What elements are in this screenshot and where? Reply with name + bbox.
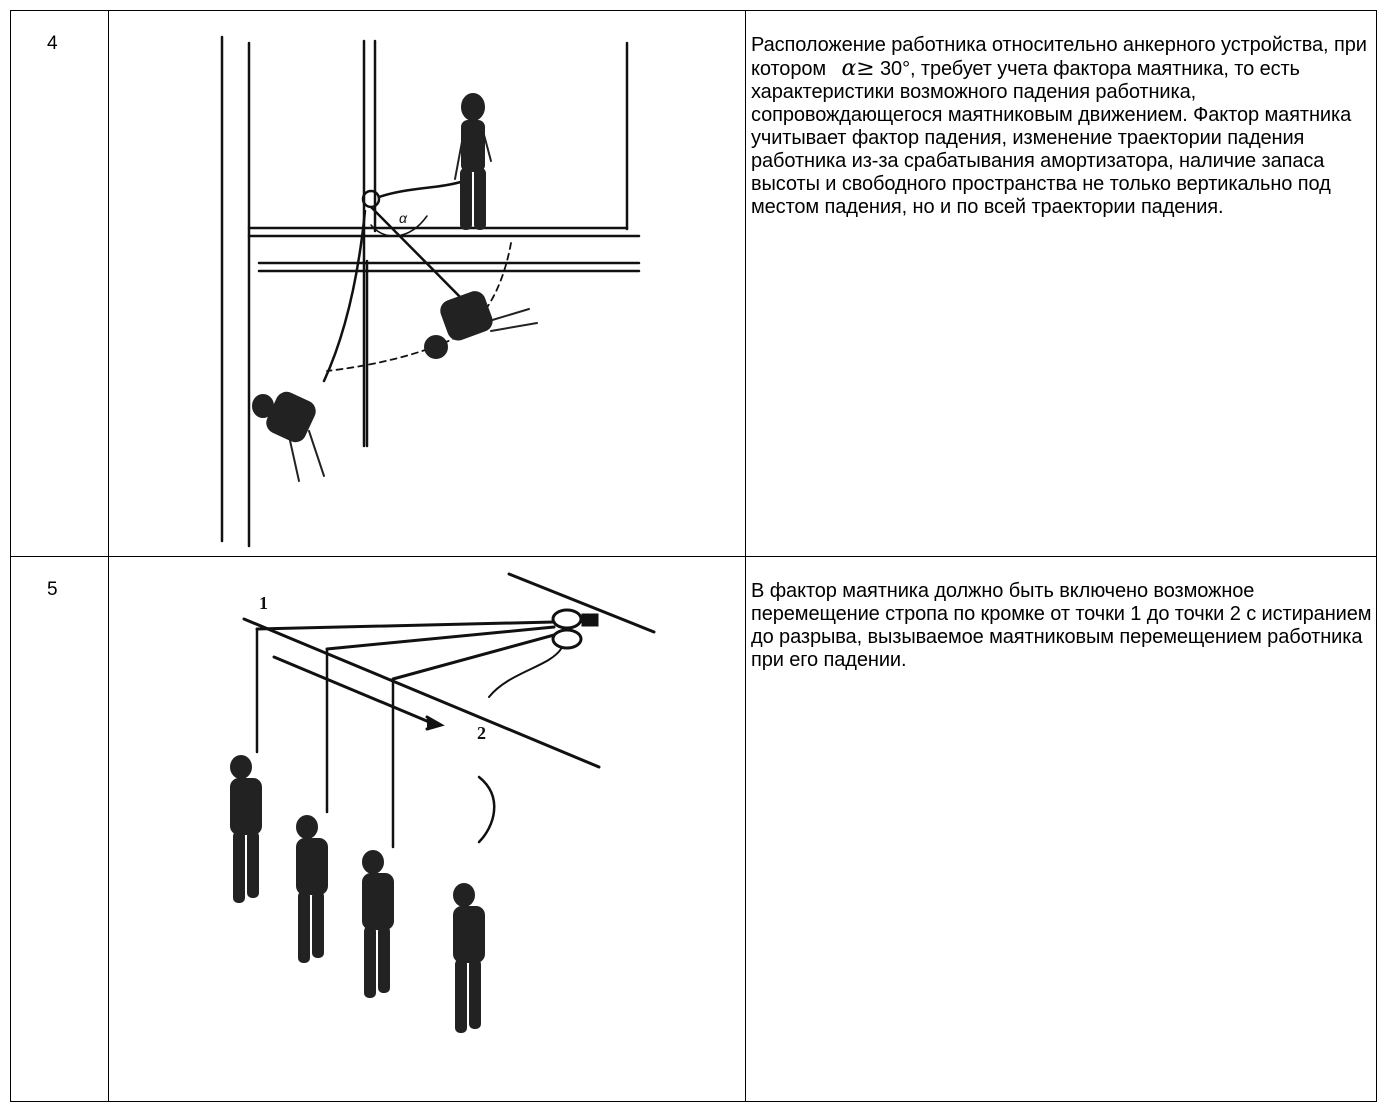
row-number-cell: 5 xyxy=(11,557,109,1102)
point-1-label: 1 xyxy=(259,593,268,613)
pendulum-fall-illustration: α xyxy=(109,11,745,555)
row-number: 5 xyxy=(11,557,108,601)
lanyard-edge-abrasion-illustration: 1 2 xyxy=(109,557,745,1101)
figure-cell: 1 2 xyxy=(109,557,746,1102)
table-row: 5 1 2 xyxy=(11,557,1377,1102)
alpha-symbol: α≥ xyxy=(841,56,874,81)
description-cell: В фактор маятника должно быть включено в… xyxy=(746,557,1377,1102)
description-part-2: 30°, требует учета фактора маятника, то … xyxy=(751,58,1351,218)
description-cell: Расположение работника относительно анке… xyxy=(746,11,1377,557)
table-row: 4 α xyxy=(11,11,1377,557)
point-2-label: 2 xyxy=(477,723,486,743)
description-text: Расположение работника относительно анке… xyxy=(746,11,1376,219)
row-number: 4 xyxy=(11,11,108,55)
description-text: В фактор маятника должно быть включено в… xyxy=(746,557,1376,672)
figure-cell: α xyxy=(109,11,746,557)
instruction-table: 4 α xyxy=(10,10,1377,1102)
row-number-cell: 4 xyxy=(11,11,109,557)
svg-text:α: α xyxy=(399,210,408,226)
